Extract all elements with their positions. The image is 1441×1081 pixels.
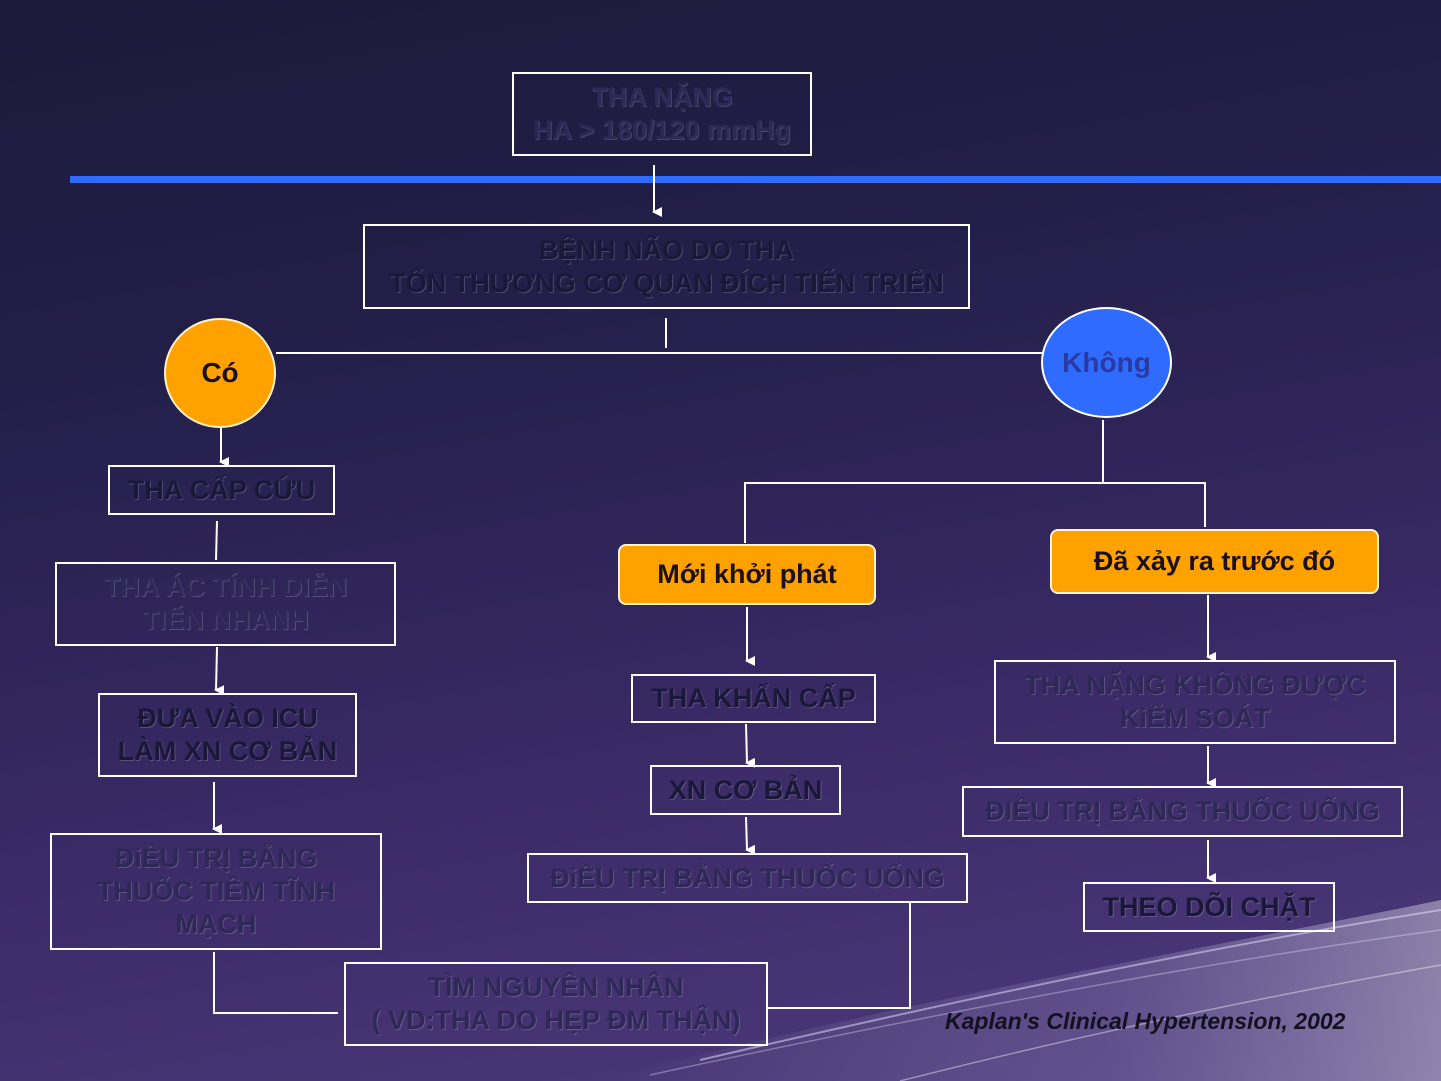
node-find-cause: TÌM NGUYÊN NHÂN ( VD:THA DO HẸP ĐM THẬN) — [344, 962, 768, 1046]
node-new-onset: Mới khởi phát — [618, 544, 876, 605]
node-hypertensive-emergency: THA CẤP CỨU — [108, 465, 335, 515]
node-iv-treatment: ĐiỀU TRỊ BẰNG THUỐC TIÊM TĨNH MẠCH — [50, 833, 382, 950]
node-oral-treatment-mid: ĐiỀU TRỊ BẰNG THUỐC UỐNG — [527, 853, 968, 903]
citation-credit: Kaplan's Clinical Hypertension, 2002 — [945, 1008, 1346, 1034]
node-oral-treatment-right: ĐIỀU TRỊ BẰNG THUỐC UỐNG — [962, 786, 1403, 837]
node-hypertensive-urgency: THA KHẨN CẤP — [631, 674, 876, 723]
node-previous-occurrence: Đã xảy ra trước đó — [1050, 529, 1379, 594]
node-close-monitoring: THEO DÕI CHẶT — [1083, 882, 1335, 932]
node-hypertensive-encephalopathy: BỆNH NÃO DO THA TỔN THƯƠNG CƠ QUAN ĐÍCH … — [363, 224, 970, 309]
node-yes-circle: Có — [164, 318, 276, 428]
node-no-circle: Không — [1041, 307, 1172, 418]
accent-line — [70, 176, 1441, 183]
node-basic-tests: XN CƠ BẢN — [650, 765, 841, 815]
node-malignant-hypertension: THA ÁC TÍNH DIỄN TIẾN NHANH — [55, 562, 396, 646]
node-icu-admission: ĐƯA VÀO ICU LÀM XN CƠ BẢN — [98, 693, 357, 777]
node-uncontrolled-hypertension: THA NẶNG KHÔNG ĐƯỢC KiỂM SOÁT — [994, 660, 1396, 744]
node-severe-hypertension: THA NẶNG HA > 180/120 mmHg — [512, 72, 812, 156]
